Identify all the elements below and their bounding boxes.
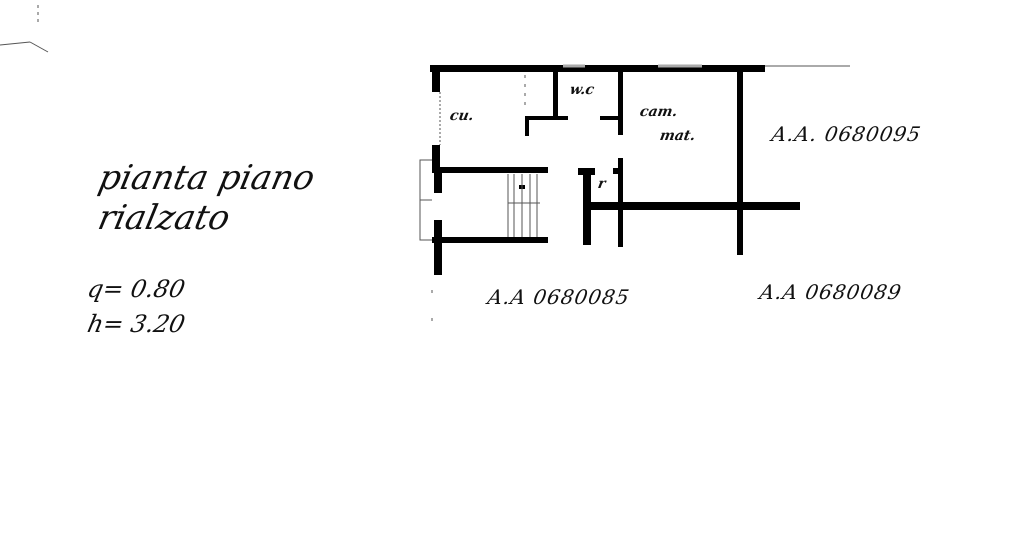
thin-lines bbox=[0, 5, 850, 345]
kitchen-south-wall bbox=[432, 167, 548, 173]
wc-east-wall-upper bbox=[618, 72, 623, 135]
stair-east-wall bbox=[583, 168, 591, 245]
east-wall bbox=[737, 65, 743, 255]
wc-east-wall-lower bbox=[618, 158, 623, 247]
wc-west-wall bbox=[553, 72, 558, 118]
parcel-label-bottom-right: A.A 0680089 bbox=[757, 280, 904, 304]
parcel-label-top-right: A.A. 0680095 bbox=[769, 122, 924, 146]
stair-south-wall bbox=[432, 237, 548, 243]
param-q: q= 0.80 bbox=[85, 275, 188, 303]
room-label-bedroom-1: cam. bbox=[638, 104, 679, 120]
south-long-wall bbox=[590, 202, 800, 210]
room-label-wc: w.c bbox=[568, 82, 596, 98]
door-jamb bbox=[613, 168, 619, 174]
hall-stub-right bbox=[600, 116, 620, 120]
title-line-2: rialzato bbox=[94, 198, 234, 238]
hall-stub-left-v bbox=[525, 116, 529, 136]
hall-stub-left bbox=[525, 116, 568, 120]
drawing-title: pianta piano rialzato bbox=[86, 158, 318, 238]
room-label-bedroom-2: mat. bbox=[658, 128, 697, 144]
title-line-1: pianta piano bbox=[95, 158, 319, 198]
room-label-kitchen: cu. bbox=[448, 108, 475, 124]
left-wall-upper bbox=[432, 65, 440, 92]
left-wall-lower-a bbox=[434, 173, 442, 193]
left-wall-mid bbox=[432, 145, 440, 173]
top-wall bbox=[430, 65, 765, 72]
parcel-label-bottom-left: A.A 0680085 bbox=[485, 285, 632, 309]
left-wall-lower-b bbox=[434, 220, 442, 275]
param-h: h= 3.20 bbox=[85, 310, 188, 338]
walls bbox=[430, 65, 800, 275]
